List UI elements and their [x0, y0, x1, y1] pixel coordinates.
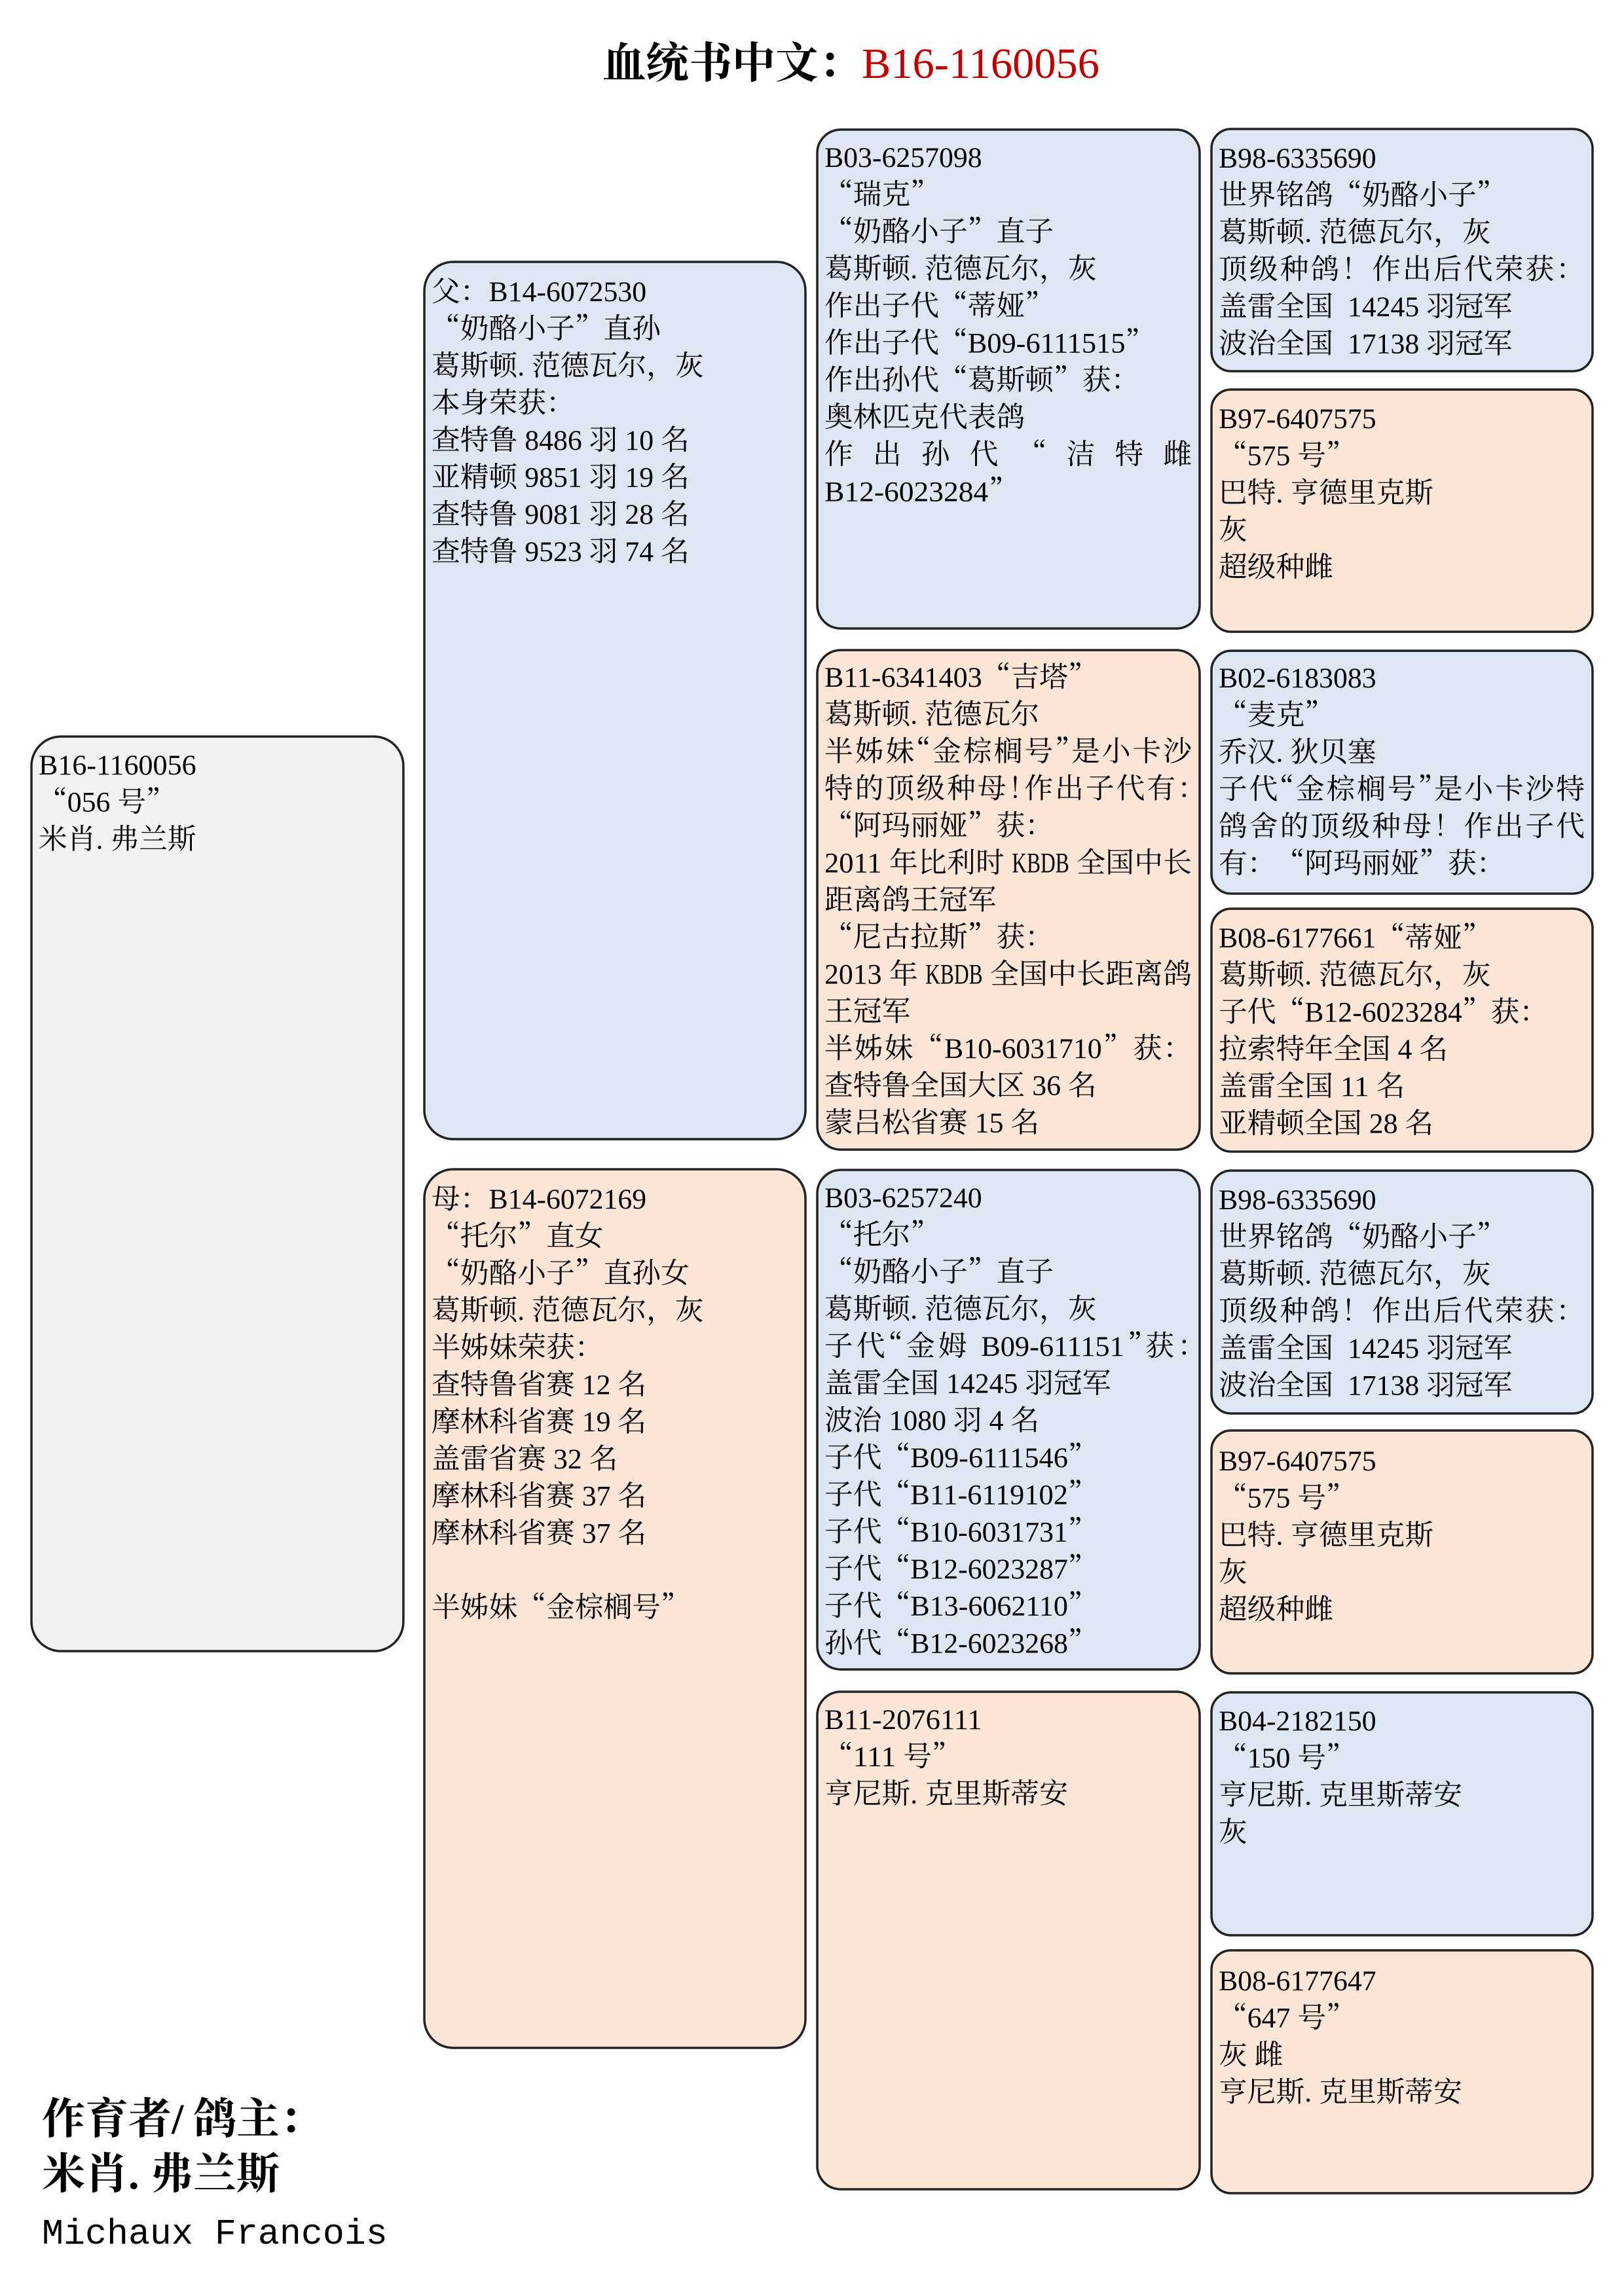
svg-text:B10-6031710: B10-6031710 — [944, 1033, 1102, 1065]
svg-text:.: . — [910, 699, 917, 731]
svg-text:36: 36 — [1032, 1070, 1061, 1102]
svg-text:28: 28 — [1369, 1108, 1398, 1140]
svg-text:B03-6257098: B03-6257098 — [824, 142, 982, 173]
svg-text:B13-6062110: B13-6062110 — [910, 1591, 1068, 1622]
svg-text:32: 32 — [553, 1444, 582, 1475]
svg-text:B09-611151: B09-611151 — [981, 1331, 1124, 1362]
svg-text:KBDB: KBDB — [1012, 848, 1069, 879]
svg-text:.: . — [910, 253, 917, 285]
svg-text:.: . — [517, 1295, 525, 1326]
svg-text:.: . — [910, 1294, 917, 1325]
svg-text:.: . — [1304, 2077, 1312, 2108]
svg-text:17138: 17138 — [1348, 1370, 1419, 1402]
svg-text:B08-6177647: B08-6177647 — [1219, 1965, 1376, 1997]
svg-text:647: 647 — [1247, 2003, 1291, 2034]
svg-text:2013: 2013 — [824, 959, 882, 991]
svg-text:.: . — [1304, 960, 1312, 991]
svg-text:9081: 9081 — [525, 499, 582, 530]
svg-text:B12-6023284: B12-6023284 — [824, 476, 988, 507]
svg-text:19: 19 — [625, 462, 654, 494]
svg-text:.: . — [96, 824, 103, 855]
svg-text:Michaux Francois: Michaux Francois — [42, 2214, 388, 2255]
svg-text:.: . — [1304, 217, 1312, 248]
svg-text:15: 15 — [975, 1107, 1004, 1139]
svg-text:B04-2182150: B04-2182150 — [1219, 1705, 1376, 1737]
svg-text:B97-6407575: B97-6407575 — [1219, 1446, 1376, 1477]
svg-text:575: 575 — [1247, 441, 1291, 472]
svg-text:B12-6023268: B12-6023268 — [910, 1628, 1068, 1659]
svg-text:11: 11 — [1340, 1071, 1369, 1102]
svg-text:056: 056 — [67, 787, 111, 818]
svg-text:150: 150 — [1247, 1743, 1291, 1774]
svg-text:.: . — [128, 2151, 139, 2198]
svg-text:B12-6023284: B12-6023284 — [1304, 996, 1462, 1028]
svg-text:B12-6023287: B12-6023287 — [910, 1554, 1068, 1585]
svg-text:B09-6111515: B09-6111515 — [968, 328, 1126, 359]
svg-text:B02-6183083: B02-6183083 — [1219, 663, 1376, 694]
svg-text:B03-6257240: B03-6257240 — [824, 1182, 982, 1214]
svg-text:B11-2076111: B11-2076111 — [824, 1704, 982, 1736]
svg-text:575: 575 — [1247, 1483, 1291, 1514]
svg-text:B97-6407575: B97-6407575 — [1219, 403, 1376, 435]
svg-text:8486: 8486 — [525, 425, 582, 456]
svg-text:10: 10 — [625, 425, 654, 456]
svg-text:B11-6341403: B11-6341403 — [824, 662, 982, 693]
svg-text:B08-6177661: B08-6177661 — [1219, 922, 1376, 954]
svg-text:B14-6072169: B14-6072169 — [489, 1184, 647, 1215]
svg-text:111: 111 — [853, 1741, 896, 1773]
svg-text:B09-6111546: B09-6111546 — [910, 1442, 1068, 1474]
svg-text:12: 12 — [582, 1370, 611, 1401]
svg-text:9851: 9851 — [525, 462, 582, 494]
svg-text:.: . — [1276, 1520, 1283, 1551]
svg-text:/: / — [171, 2096, 185, 2143]
svg-text:17138: 17138 — [1348, 329, 1419, 360]
svg-text:9523: 9523 — [525, 536, 582, 568]
svg-text:.: . — [517, 350, 525, 382]
svg-text:.: . — [910, 1778, 917, 1810]
svg-text:14245: 14245 — [1348, 291, 1419, 323]
svg-text:.: . — [1304, 1779, 1312, 1811]
svg-text:37: 37 — [582, 1518, 611, 1549]
svg-text:.: . — [1276, 737, 1283, 768]
svg-text:KBDB: KBDB — [925, 959, 983, 991]
svg-text:14245: 14245 — [946, 1368, 1018, 1400]
svg-text:B11-6119102: B11-6119102 — [910, 1480, 1068, 1511]
svg-text:B16-1160056: B16-1160056 — [39, 750, 196, 781]
svg-text:14245: 14245 — [1348, 1333, 1419, 1364]
svg-text:B14-6072530: B14-6072530 — [489, 276, 647, 308]
svg-text:28: 28 — [625, 499, 654, 530]
svg-text:37: 37 — [582, 1481, 611, 1512]
svg-text:B16-1160056: B16-1160056 — [862, 40, 1099, 88]
svg-text:4: 4 — [1397, 1034, 1412, 1065]
svg-text:B10-6031731: B10-6031731 — [910, 1516, 1068, 1548]
svg-text:1080: 1080 — [889, 1405, 946, 1436]
svg-text:19: 19 — [582, 1406, 611, 1438]
svg-text:B98-6335690: B98-6335690 — [1219, 143, 1376, 174]
svg-text:4: 4 — [989, 1405, 1004, 1436]
svg-text:2011: 2011 — [824, 848, 882, 879]
svg-text:74: 74 — [625, 536, 654, 568]
svg-text:B98-6335690: B98-6335690 — [1219, 1184, 1376, 1216]
svg-text:.: . — [1276, 477, 1283, 509]
svg-text:.: . — [1304, 1258, 1312, 1290]
